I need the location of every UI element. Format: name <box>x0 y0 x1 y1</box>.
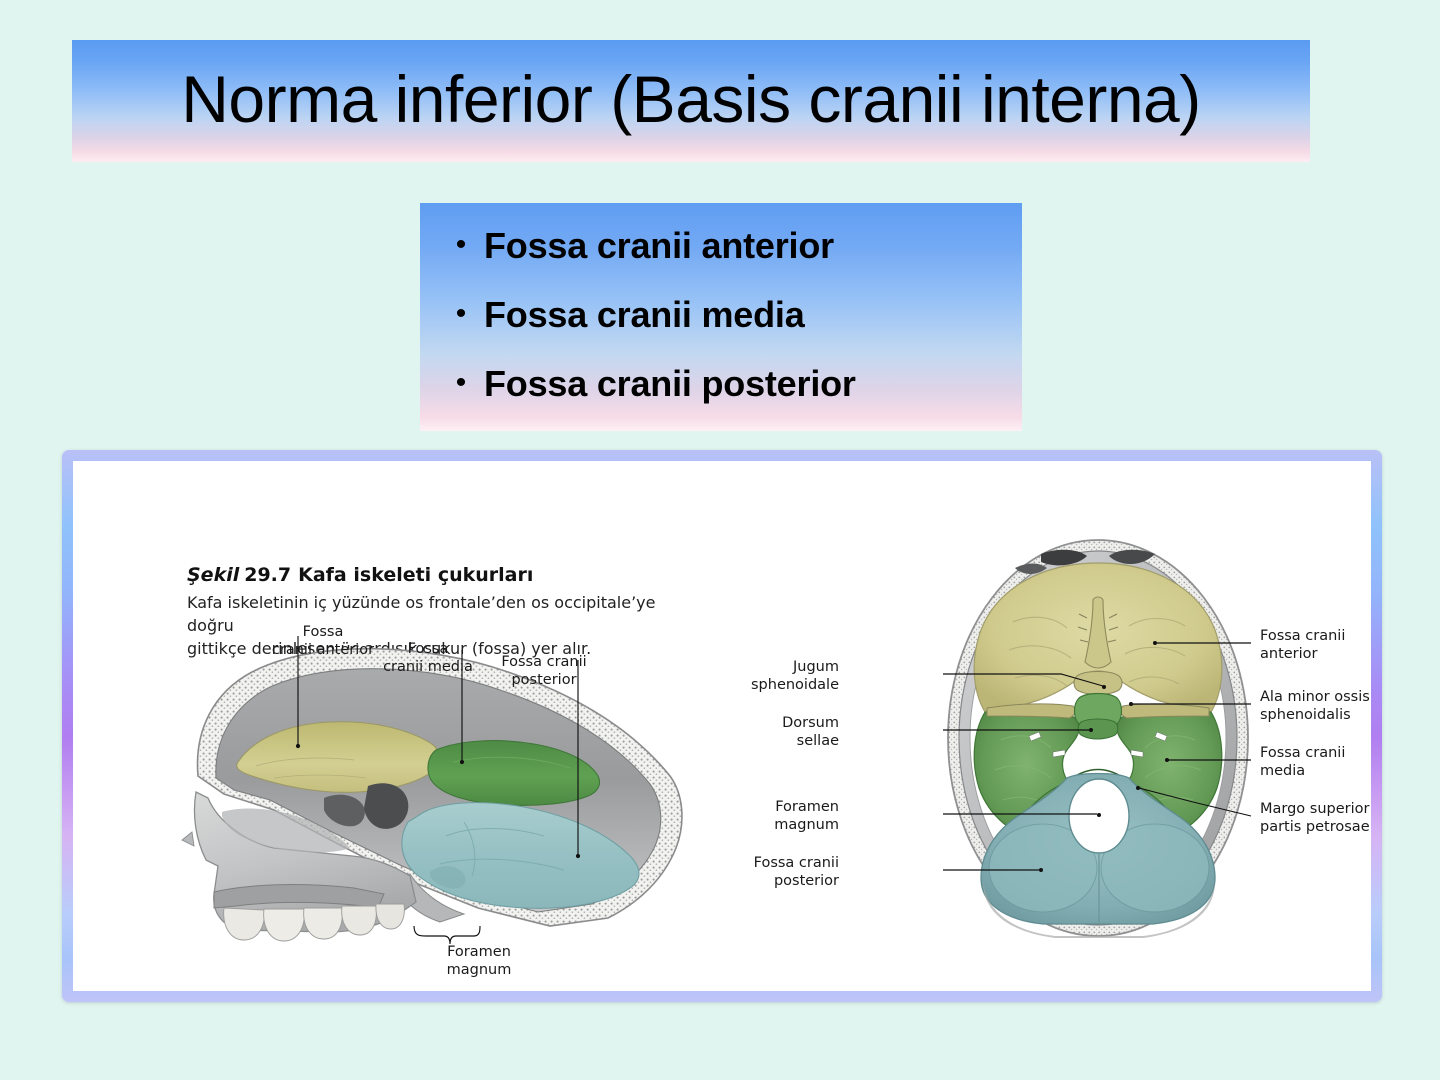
label-margo-superior-partis-petrosae: Margo superior partis petrosae <box>1260 801 1370 835</box>
label-fossa-cranii-media-superior: Fossa cranii media <box>1260 745 1346 779</box>
leader-dot-ala-minor <box>1129 702 1133 706</box>
leader-margo-superior <box>1138 787 1252 817</box>
label-fossa-cranii-anterior-superior: Fossa cranii anterior <box>1260 628 1346 662</box>
list-item: • Fossa cranii media <box>420 288 1022 357</box>
label-jugum-sphenoidale: Jugum sphenoidale <box>751 659 839 693</box>
jugum-sphenoidale <box>1073 670 1123 696</box>
label-foramen-magnum-sagittal: Foramen magnum <box>446 944 512 978</box>
label-fossa-cranii-media-sagittal: Fossa cranii media <box>383 641 473 675</box>
label-dorsum-sellae: Dorsum sellae <box>782 715 839 749</box>
label-fossa-cranii-anterior-sagittal: Fossa cranii anterior <box>271 624 375 658</box>
leader-dot-posterior <box>575 853 581 859</box>
label-foramen-magnum-superior: Foramen magnum <box>774 799 839 833</box>
title-banner: Norma inferior (Basis cranii interna) <box>72 40 1310 162</box>
frontal-sinus-right <box>1109 549 1155 564</box>
label-fossa-cranii-posterior-superior: Fossa cranii posterior <box>753 855 839 889</box>
list-item: • Fossa cranii anterior <box>420 219 1022 288</box>
anterior-nasal-spine <box>181 831 195 847</box>
caption-heading: Kafa iskeleti çukurları <box>298 564 534 586</box>
bullet-item-label-2: Fossa cranii media <box>484 294 805 335</box>
foramen-ovale-right <box>1154 731 1168 742</box>
frontal-sinus-left <box>1041 549 1087 566</box>
fossa-cranii-media-region <box>427 740 601 806</box>
leader-dot-media-right <box>1165 758 1169 762</box>
nasal-cavity <box>222 808 350 853</box>
foramen-magnum-brace <box>413 925 481 945</box>
leader-dot-fossa-posterior <box>1039 868 1043 872</box>
label-ala-minor-ossis-sphenoidalis: Ala minor ossis sphenoidalis <box>1260 689 1370 723</box>
frontal-sinus-small <box>1015 563 1047 574</box>
bullet-marker-icon: • <box>455 297 467 330</box>
leader-dot-media <box>459 759 465 765</box>
foramen-spinosum-left <box>1052 749 1066 758</box>
figure-caption-line-1: Kafa iskeletinin iç yüzünde os frontale’… <box>187 592 656 635</box>
label-fossa-cranii-posterior-sagittal: Fossa cranii posterior <box>501 654 587 688</box>
sagittal-skull-diagram <box>181 636 683 945</box>
ala-minor-ossis-sphenoidalis-left <box>986 703 1076 719</box>
cerebellar-fossa-right <box>1100 823 1210 913</box>
dorsum-sellae <box>1077 718 1119 740</box>
cerebellar-fossa-left <box>988 823 1098 913</box>
bullet-marker-icon: • <box>455 228 467 261</box>
leader-dot-jugum <box>1102 685 1106 689</box>
foramen-spinosum-right <box>1130 749 1144 758</box>
leader-dot-dorsum <box>1089 728 1093 732</box>
page-title: Norma inferior (Basis cranii interna) <box>181 62 1201 136</box>
superior-basis-cranii-diagram <box>943 539 1252 938</box>
bullet-item-label-3: Fossa cranii posterior <box>484 363 856 404</box>
list-item: • Fossa cranii posterior <box>420 357 1022 426</box>
leader-dot-margo <box>1136 786 1140 790</box>
sphenoid-sinus <box>324 794 365 827</box>
leader-dot-anterior-right <box>1153 641 1157 645</box>
nasal-concha-shadow <box>364 783 409 829</box>
bullet-list-box: • Fossa cranii anterior • Fossa cranii m… <box>420 203 1022 431</box>
ala-minor-ossis-sphenoidalis-right <box>1120 703 1210 719</box>
bullet-item-label-1: Fossa cranii anterior <box>484 225 834 266</box>
leader-dot-anterior <box>295 743 301 749</box>
maxillary-teeth <box>223 903 405 942</box>
leader-dot-foramen-magnum <box>1097 813 1101 817</box>
leader-jugum-sphenoidale <box>943 673 1104 687</box>
bullet-marker-icon: • <box>455 366 467 399</box>
foramen-ovale-left <box>1028 731 1042 742</box>
crista-galli <box>1084 596 1112 669</box>
caption-prefix: Şekil <box>187 564 240 586</box>
caption-number: 29.7 <box>244 564 292 586</box>
